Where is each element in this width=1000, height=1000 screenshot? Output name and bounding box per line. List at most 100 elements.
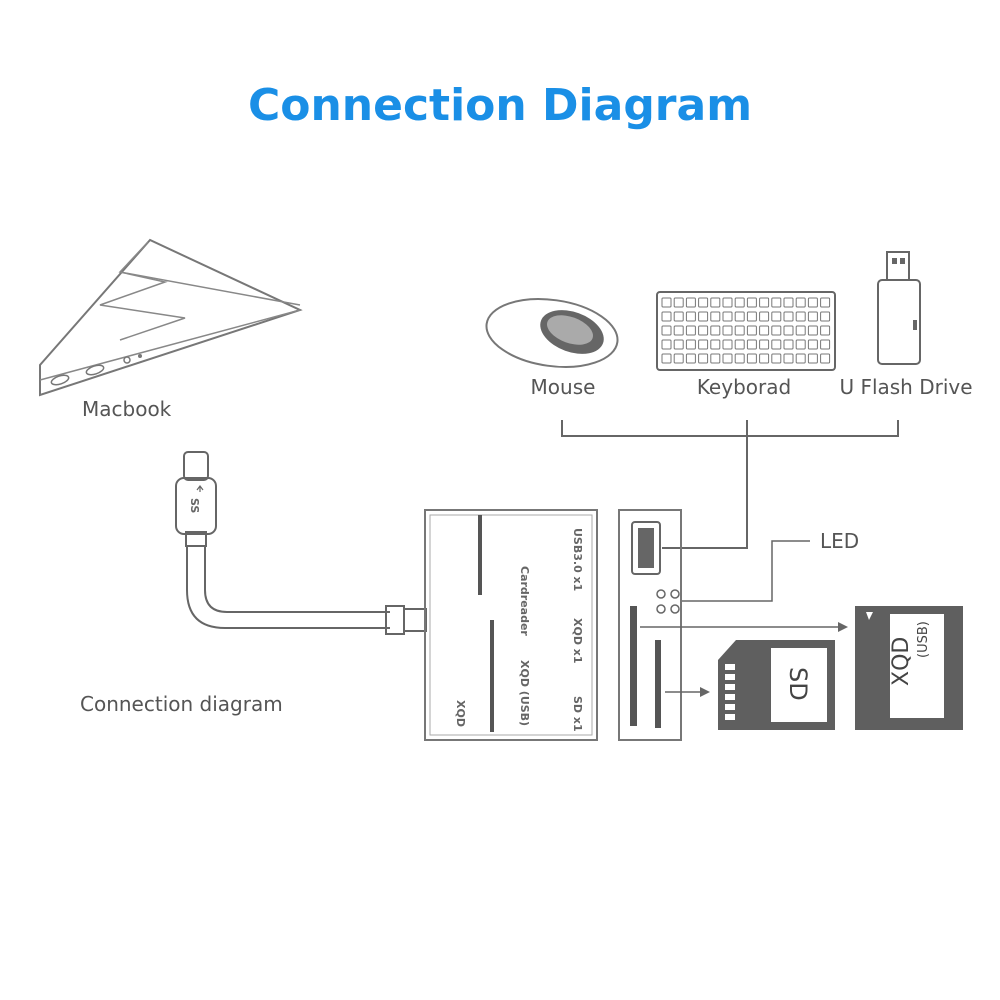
keyboard-key — [771, 325, 782, 336]
keyboard-key — [698, 339, 709, 350]
usb-c-cable — [175, 451, 427, 635]
keyboard-key — [673, 311, 684, 322]
sd-card-icon — [718, 640, 835, 730]
keyboard-icon — [656, 291, 836, 371]
keyboard-key — [685, 339, 696, 350]
keyboard-key — [795, 297, 806, 308]
keyboard-key — [673, 297, 684, 308]
keyboard-key — [746, 339, 757, 350]
keyboard-key — [698, 353, 709, 364]
port-xqd-label: XQD x1 — [571, 618, 584, 664]
keyboard-label: Keyborad — [697, 375, 791, 399]
keyboard-key — [807, 297, 818, 308]
keyboard-key — [783, 353, 794, 364]
keyboard-key — [795, 325, 806, 336]
mouse-label: Mouse — [531, 375, 596, 399]
sd-card-pin — [725, 704, 735, 710]
keyboard-key — [698, 325, 709, 336]
xqd-card-icon — [855, 606, 963, 730]
keyboard-key — [807, 325, 818, 336]
keyboard-key — [820, 353, 831, 364]
keyboard-key — [722, 325, 733, 336]
peripheral-bracket — [561, 420, 899, 437]
port-usb-label: USB3.0 x1 — [571, 528, 584, 591]
keyboard-key — [759, 297, 770, 308]
keyboard-key — [673, 325, 684, 336]
keyboard-key — [661, 325, 672, 336]
keyboard-key — [771, 339, 782, 350]
usb-symbol-icon — [196, 485, 204, 492]
macbook-label: Macbook — [82, 397, 172, 421]
flash-drive-label: U Flash Drive — [839, 375, 972, 399]
keyboard-key — [698, 297, 709, 308]
keyboard-key — [710, 339, 721, 350]
keyboard-key — [820, 339, 831, 350]
flash-drive-icon — [877, 251, 921, 365]
keyboard-key — [820, 297, 831, 308]
keyboard-key — [710, 325, 721, 336]
connection-caption: Connection diagram — [80, 692, 283, 716]
keyboard-key — [661, 311, 672, 322]
sd-card-pin — [725, 684, 735, 690]
sd-card-pin — [725, 694, 735, 700]
keyboard-key — [722, 353, 733, 364]
led-callout-line — [682, 540, 810, 602]
device-slot-label: XQD (USB) — [518, 660, 531, 726]
keyboard-key — [783, 311, 794, 322]
port-sd-label: SD x1 — [571, 696, 584, 732]
keyboard-key — [783, 339, 794, 350]
keyboard-key — [722, 311, 733, 322]
sd-card-label: SD — [784, 667, 812, 701]
keyboard-key — [685, 297, 696, 308]
xqd-card-label: XQD — [889, 637, 914, 686]
led-label: LED — [820, 529, 859, 553]
keyboard-key — [783, 325, 794, 336]
keyboard-key — [783, 297, 794, 308]
keyboard-key — [759, 353, 770, 364]
keyboard-key — [673, 339, 684, 350]
keyboard-key — [698, 311, 709, 322]
macbook-icon — [39, 238, 303, 397]
keyboard-key — [685, 325, 696, 336]
keyboard-key — [746, 297, 757, 308]
keyboard-key — [771, 311, 782, 322]
keyboard-key — [771, 297, 782, 308]
usb-connector-line — [662, 420, 748, 549]
keyboard-key — [661, 297, 672, 308]
page-title: Connection Diagram — [248, 80, 752, 131]
sd-arrow-head-icon — [700, 687, 710, 697]
keyboard-key — [722, 339, 733, 350]
keyboard-key — [734, 297, 745, 308]
device-name: Cardreader — [518, 566, 531, 636]
xqd-arrow-head-icon — [838, 622, 848, 632]
keyboard-key — [734, 339, 745, 350]
xqd-card-usb-label: (USB) — [916, 621, 931, 658]
sd-card-pin — [725, 674, 735, 680]
keyboard-key — [722, 297, 733, 308]
keyboard-key — [795, 339, 806, 350]
keyboard-key — [759, 311, 770, 322]
keyboard-key — [734, 311, 745, 322]
keyboard-key — [820, 325, 831, 336]
sd-card-pin — [725, 664, 735, 670]
keyboard-key — [685, 353, 696, 364]
keyboard-key — [661, 339, 672, 350]
keyboard-key — [807, 339, 818, 350]
keyboard-key — [673, 353, 684, 364]
keyboard-key — [710, 297, 721, 308]
keyboard-key — [807, 311, 818, 322]
keyboard-key — [661, 353, 672, 364]
keyboard-key — [734, 353, 745, 364]
port-panel — [618, 509, 682, 741]
keyboard-key — [759, 339, 770, 350]
keyboard-key — [734, 325, 745, 336]
card-reader-device — [424, 509, 598, 741]
keyboard-key — [771, 353, 782, 364]
keyboard-key — [759, 325, 770, 336]
keyboard-key — [746, 353, 757, 364]
sd-card-pin — [725, 714, 735, 720]
keyboard-key — [746, 325, 757, 336]
keyboard-key — [795, 311, 806, 322]
keyboard-key — [807, 353, 818, 364]
